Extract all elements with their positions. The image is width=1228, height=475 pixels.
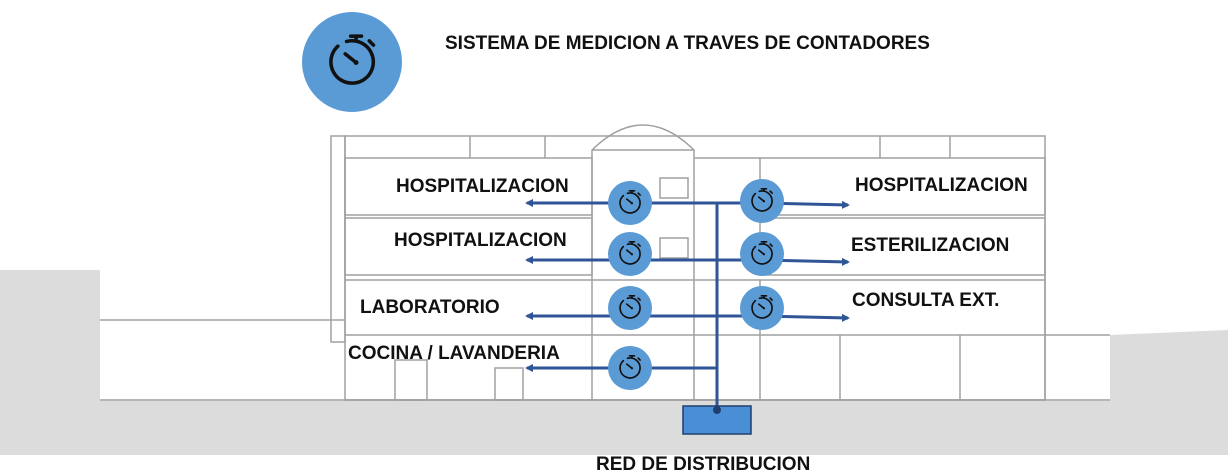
tank-inlet-dot	[713, 406, 721, 414]
meter-left-1	[608, 181, 652, 225]
header-stopwatch-badge	[302, 12, 402, 112]
diagram-title: SISTEMA DE MEDICION A TRAVES DE CONTADOR…	[445, 33, 930, 54]
zone-label-left-1: HOSPITALIZACION	[396, 176, 569, 197]
meter-right-2	[740, 232, 784, 276]
meter-right-3	[740, 286, 784, 330]
distribution-network	[525, 199, 850, 410]
zone-label-left-2: HOSPITALIZACION	[394, 230, 567, 251]
meter-right-1	[740, 179, 784, 223]
building-outline	[100, 124, 1110, 401]
meter-left-2	[608, 232, 652, 276]
zone-label-right-1: HOSPITALIZACION	[855, 175, 1028, 196]
meter-left-3	[608, 286, 652, 330]
ground-terrain	[0, 270, 1228, 455]
zone-label-right-2: ESTERILIZACION	[851, 235, 1010, 256]
zone-label-left-4: COCINA / LAVANDERIA	[348, 343, 560, 364]
zone-label-right-3: CONSULTA EXT.	[852, 290, 1000, 311]
network-label: RED DE DISTRIBUCION	[596, 454, 811, 475]
zone-label-left-3: LABORATORIO	[360, 297, 500, 318]
meter-left-4	[608, 346, 652, 390]
